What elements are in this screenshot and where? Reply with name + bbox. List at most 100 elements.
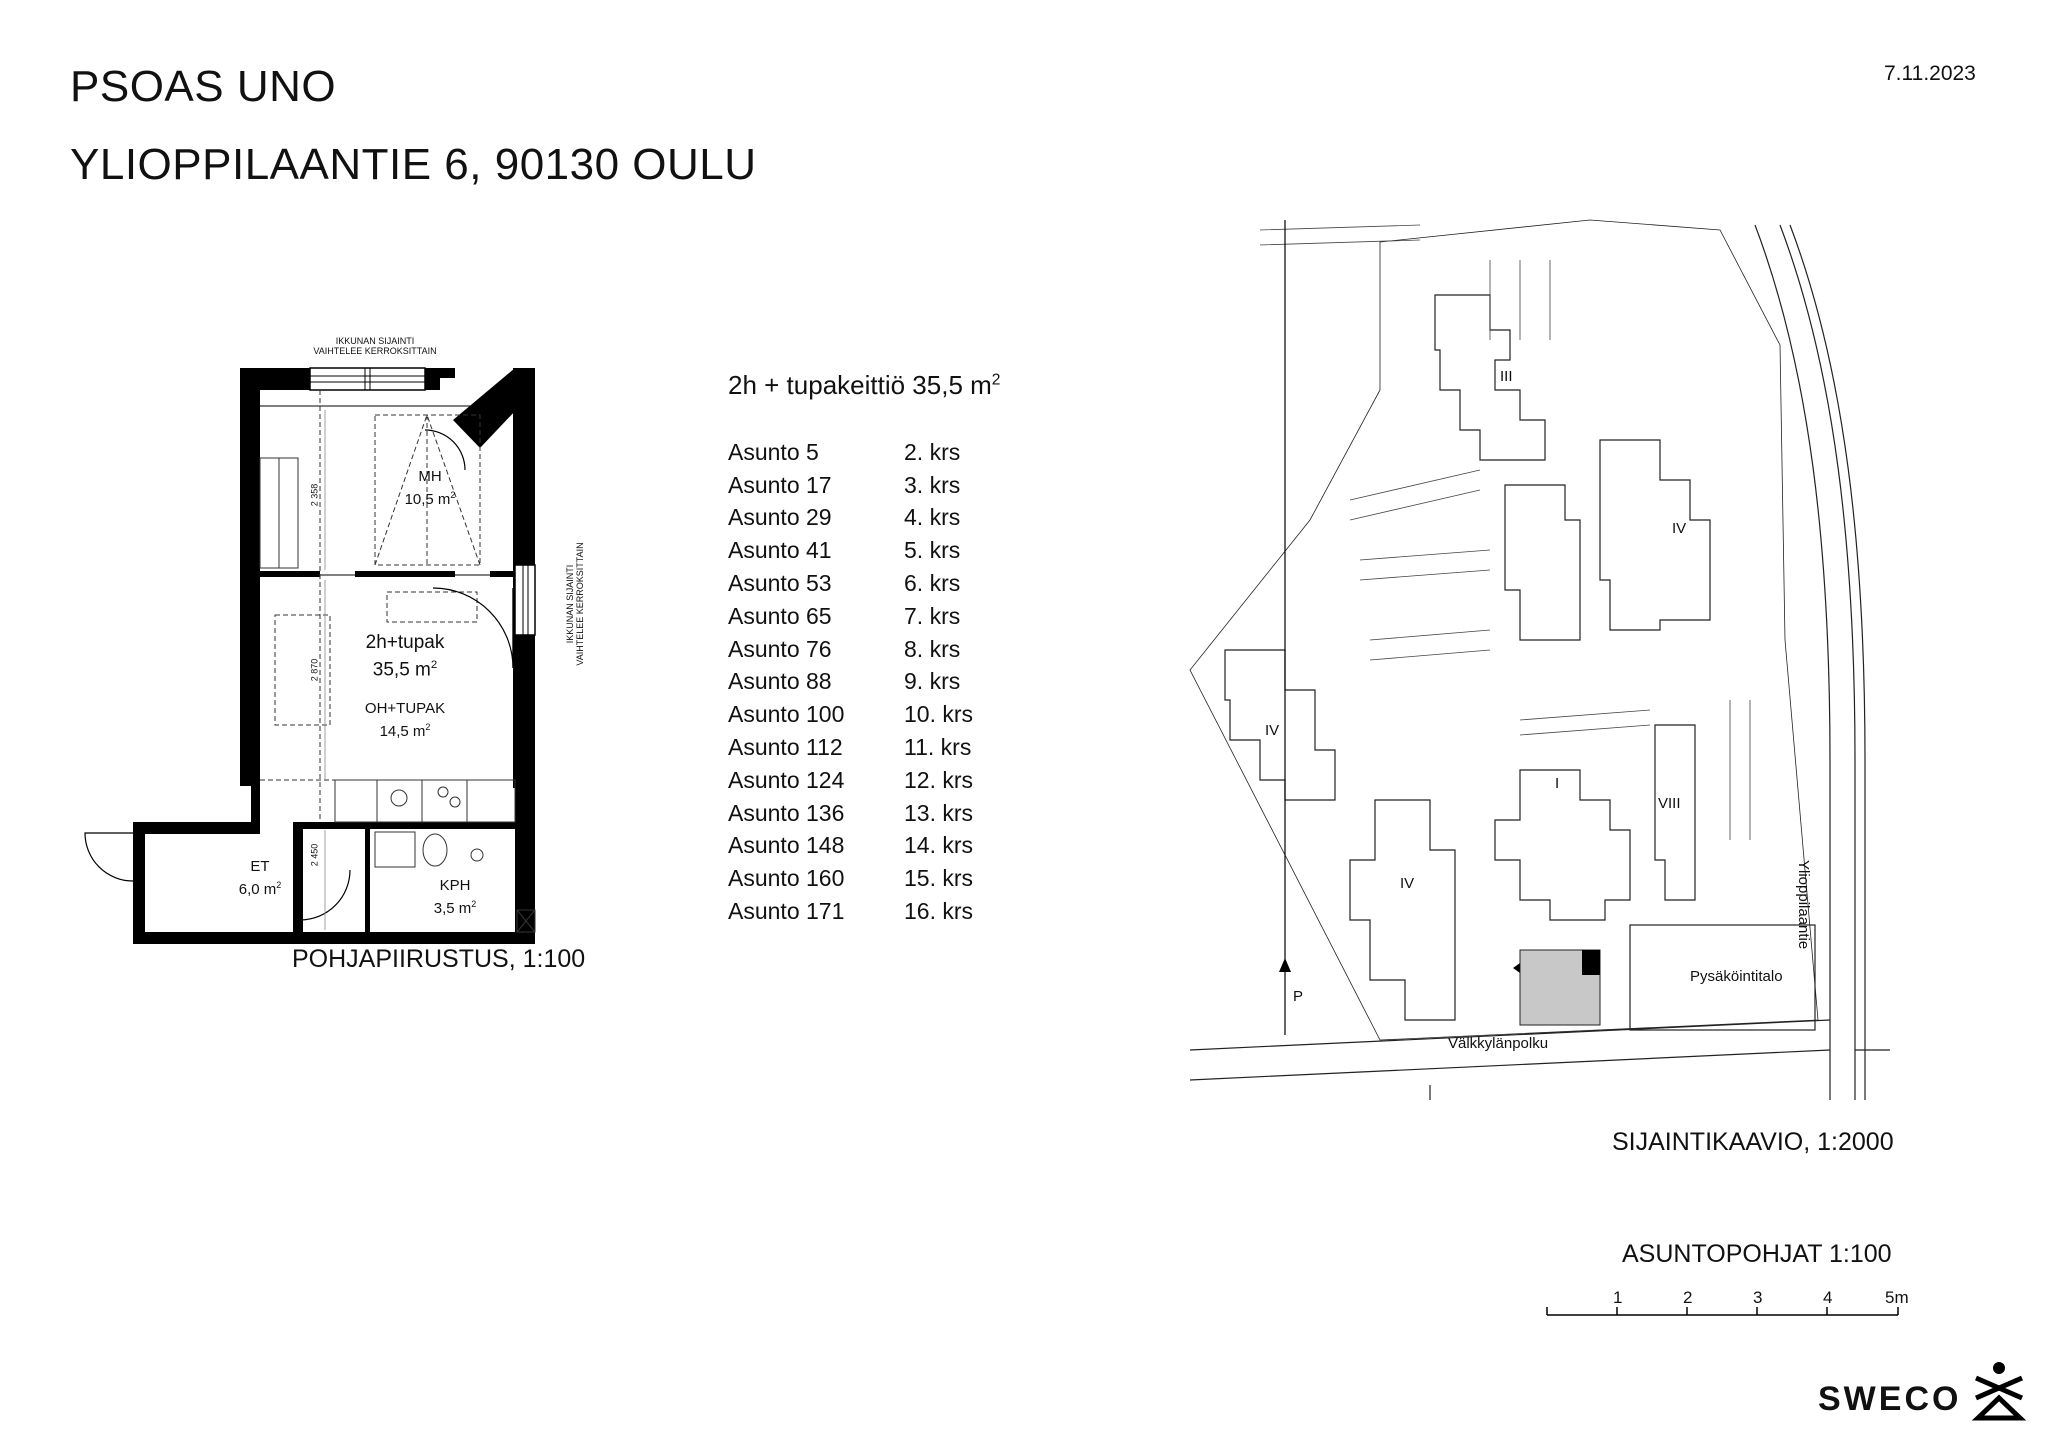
room-oh-sup: 2: [425, 722, 431, 732]
scale-bar: 1 2 3 4 5m: [1545, 1285, 1909, 1325]
apartment-name: Asunto 124: [728, 766, 845, 793]
apartment-row: Asunto 76 8. krs: [728, 633, 973, 666]
apartment-floor: 8. krs: [904, 635, 961, 662]
site-map: III IV IV IV I VIII Pysäköintitalo Välkk…: [1189, 219, 1890, 1100]
dim-2: 2 870: [309, 658, 320, 682]
apartment-name: Asunto 5: [728, 438, 819, 465]
apartment-floor: 16. krs: [904, 898, 974, 925]
building-i: [1494, 769, 1631, 921]
window-note-side-line2: VAIHTELEE KERROKSITTAIN: [575, 542, 585, 666]
road-ylioppilaantie-1: [1754, 224, 1831, 1100]
label-street-bottom: Välkkylänpolku: [1448, 1035, 1549, 1052]
window-right: [514, 564, 536, 636]
apartment-floor: 14. krs: [904, 832, 974, 859]
apartment-floor: 5. krs: [904, 537, 961, 564]
room-kph-area: 3,5 m: [433, 900, 472, 917]
sweco-logo-icon: [1971, 1362, 2027, 1421]
apartment-name: Asunto 76: [728, 635, 832, 662]
door-arc-right: [432, 587, 514, 669]
building-iv-top: [1599, 439, 1711, 631]
label-parking-building: Pysäköintitalo: [1690, 968, 1783, 985]
room-et-area: 6,0 m: [238, 881, 277, 898]
project-address: YLIOPPILAANTIE 6, 90130 OULU: [70, 140, 757, 189]
apartment-name: Asunto 171: [728, 898, 845, 925]
apartment-row: Asunto 160 15. krs: [728, 862, 973, 895]
label-building-iv-top: IV: [1672, 520, 1687, 537]
scale-caption: ASUNTOPOHJAT 1:100: [1622, 1240, 1892, 1268]
project-title: PSOAS UNO: [70, 62, 337, 111]
dim-1: 2 358: [309, 483, 320, 507]
dim-3: 2 450: [309, 843, 320, 867]
apartment-floor: 15. krs: [904, 865, 974, 892]
label-building-iii: III: [1500, 368, 1513, 385]
window-note-top-line1: IKKUNAN SIJAINTI: [335, 336, 415, 346]
apartment-name: Asunto 65: [728, 602, 832, 629]
label-building-iv-left: IV: [1265, 722, 1280, 739]
room-et-name: ET: [250, 858, 270, 875]
apartment-floor: 9. krs: [904, 668, 961, 695]
scale-tick-5m: 5m: [1885, 1288, 1909, 1307]
label-building-i: I: [1555, 775, 1560, 792]
floor-plan-caption: POHJAPIIRUSTUS, 1:100: [292, 945, 586, 973]
scale-tick-3: 3: [1753, 1288, 1763, 1307]
building-iii: [1434, 294, 1546, 461]
building-viii: [1654, 724, 1696, 901]
sweco-logo-text: SWECO: [1818, 1380, 1962, 1418]
apartment-floor: 4. krs: [904, 504, 961, 531]
apartment-floor: 6. krs: [904, 570, 961, 597]
room-apt-area: 35,5 m: [372, 659, 431, 681]
room-et: ET 6,0 m2: [230, 858, 290, 899]
apartment-name: Asunto 17: [728, 471, 832, 498]
label-building-viii: VIII: [1658, 795, 1681, 812]
label-building-iv-bottom: IV: [1400, 875, 1415, 892]
unit-type: 2h + tupakeittiö 35,5 m2: [728, 370, 1000, 401]
apartment-name: Asunto 29: [728, 504, 832, 531]
apartment-floor: 11. krs: [904, 734, 972, 761]
label-street-right: Ylioppilaantie: [1795, 860, 1812, 950]
window-top: [309, 367, 426, 391]
scale-tick-4: 4: [1823, 1288, 1833, 1307]
room-apt-name: 2h+tupak: [365, 632, 445, 653]
room-oh: OH+TUPAK 14,5 m2: [355, 700, 455, 741]
room-oh-name: OH+TUPAK: [364, 700, 446, 717]
apartment-name: Asunto 53: [728, 570, 832, 597]
window-note-top-line2: VAIHTELEE KERROKSITTAIN: [313, 346, 437, 356]
wall-bottom: [133, 932, 535, 944]
wall-entry-left: [133, 833, 145, 943]
apartment-name: Asunto 136: [728, 799, 845, 826]
unit-type-sup: 2: [991, 371, 1001, 389]
room-et-sup: 2: [276, 880, 282, 890]
apartment-row: Asunto 53 6. krs: [728, 567, 973, 600]
apartment-row: Asunto 148 14. krs: [728, 830, 973, 863]
room-kph-sup: 2: [471, 899, 477, 909]
apartment-floor: 12. krs: [904, 766, 974, 793]
building-iv-left: [1224, 649, 1336, 801]
room-mh-area: 10,5 m: [404, 491, 451, 508]
site-map-caption: SIJAINTIKAAVIO, 1:2000: [1612, 1128, 1894, 1156]
room-kph: KPH 3,5 m2: [425, 877, 485, 918]
apartment-name: Asunto 160: [728, 865, 845, 892]
room-apt-sup: 2: [430, 659, 438, 671]
apartment-name: Asunto 148: [728, 832, 845, 859]
window-note-side-line1: IKKUNAN SIJAINTI: [565, 564, 575, 644]
apartment-row: Asunto 41 5. krs: [728, 534, 973, 567]
apartment-floor: 10. krs: [904, 701, 974, 728]
north-arrow: [1279, 220, 1291, 1035]
scale-tick-1: 1: [1613, 1288, 1623, 1307]
room-kph-name: KPH: [439, 877, 471, 894]
room-mh-sup: 2: [450, 490, 456, 500]
document-date: 7.11.2023: [1884, 62, 1976, 85]
room-oh-area: 14,5 m: [379, 723, 426, 740]
apartment-name: Asunto 41: [728, 537, 832, 564]
apartment-floor: 2. krs: [904, 438, 961, 465]
label-north: P: [1293, 988, 1304, 1005]
room-mh-name: MH: [418, 468, 442, 485]
room-mh: MH 10,5 m2: [395, 468, 465, 509]
